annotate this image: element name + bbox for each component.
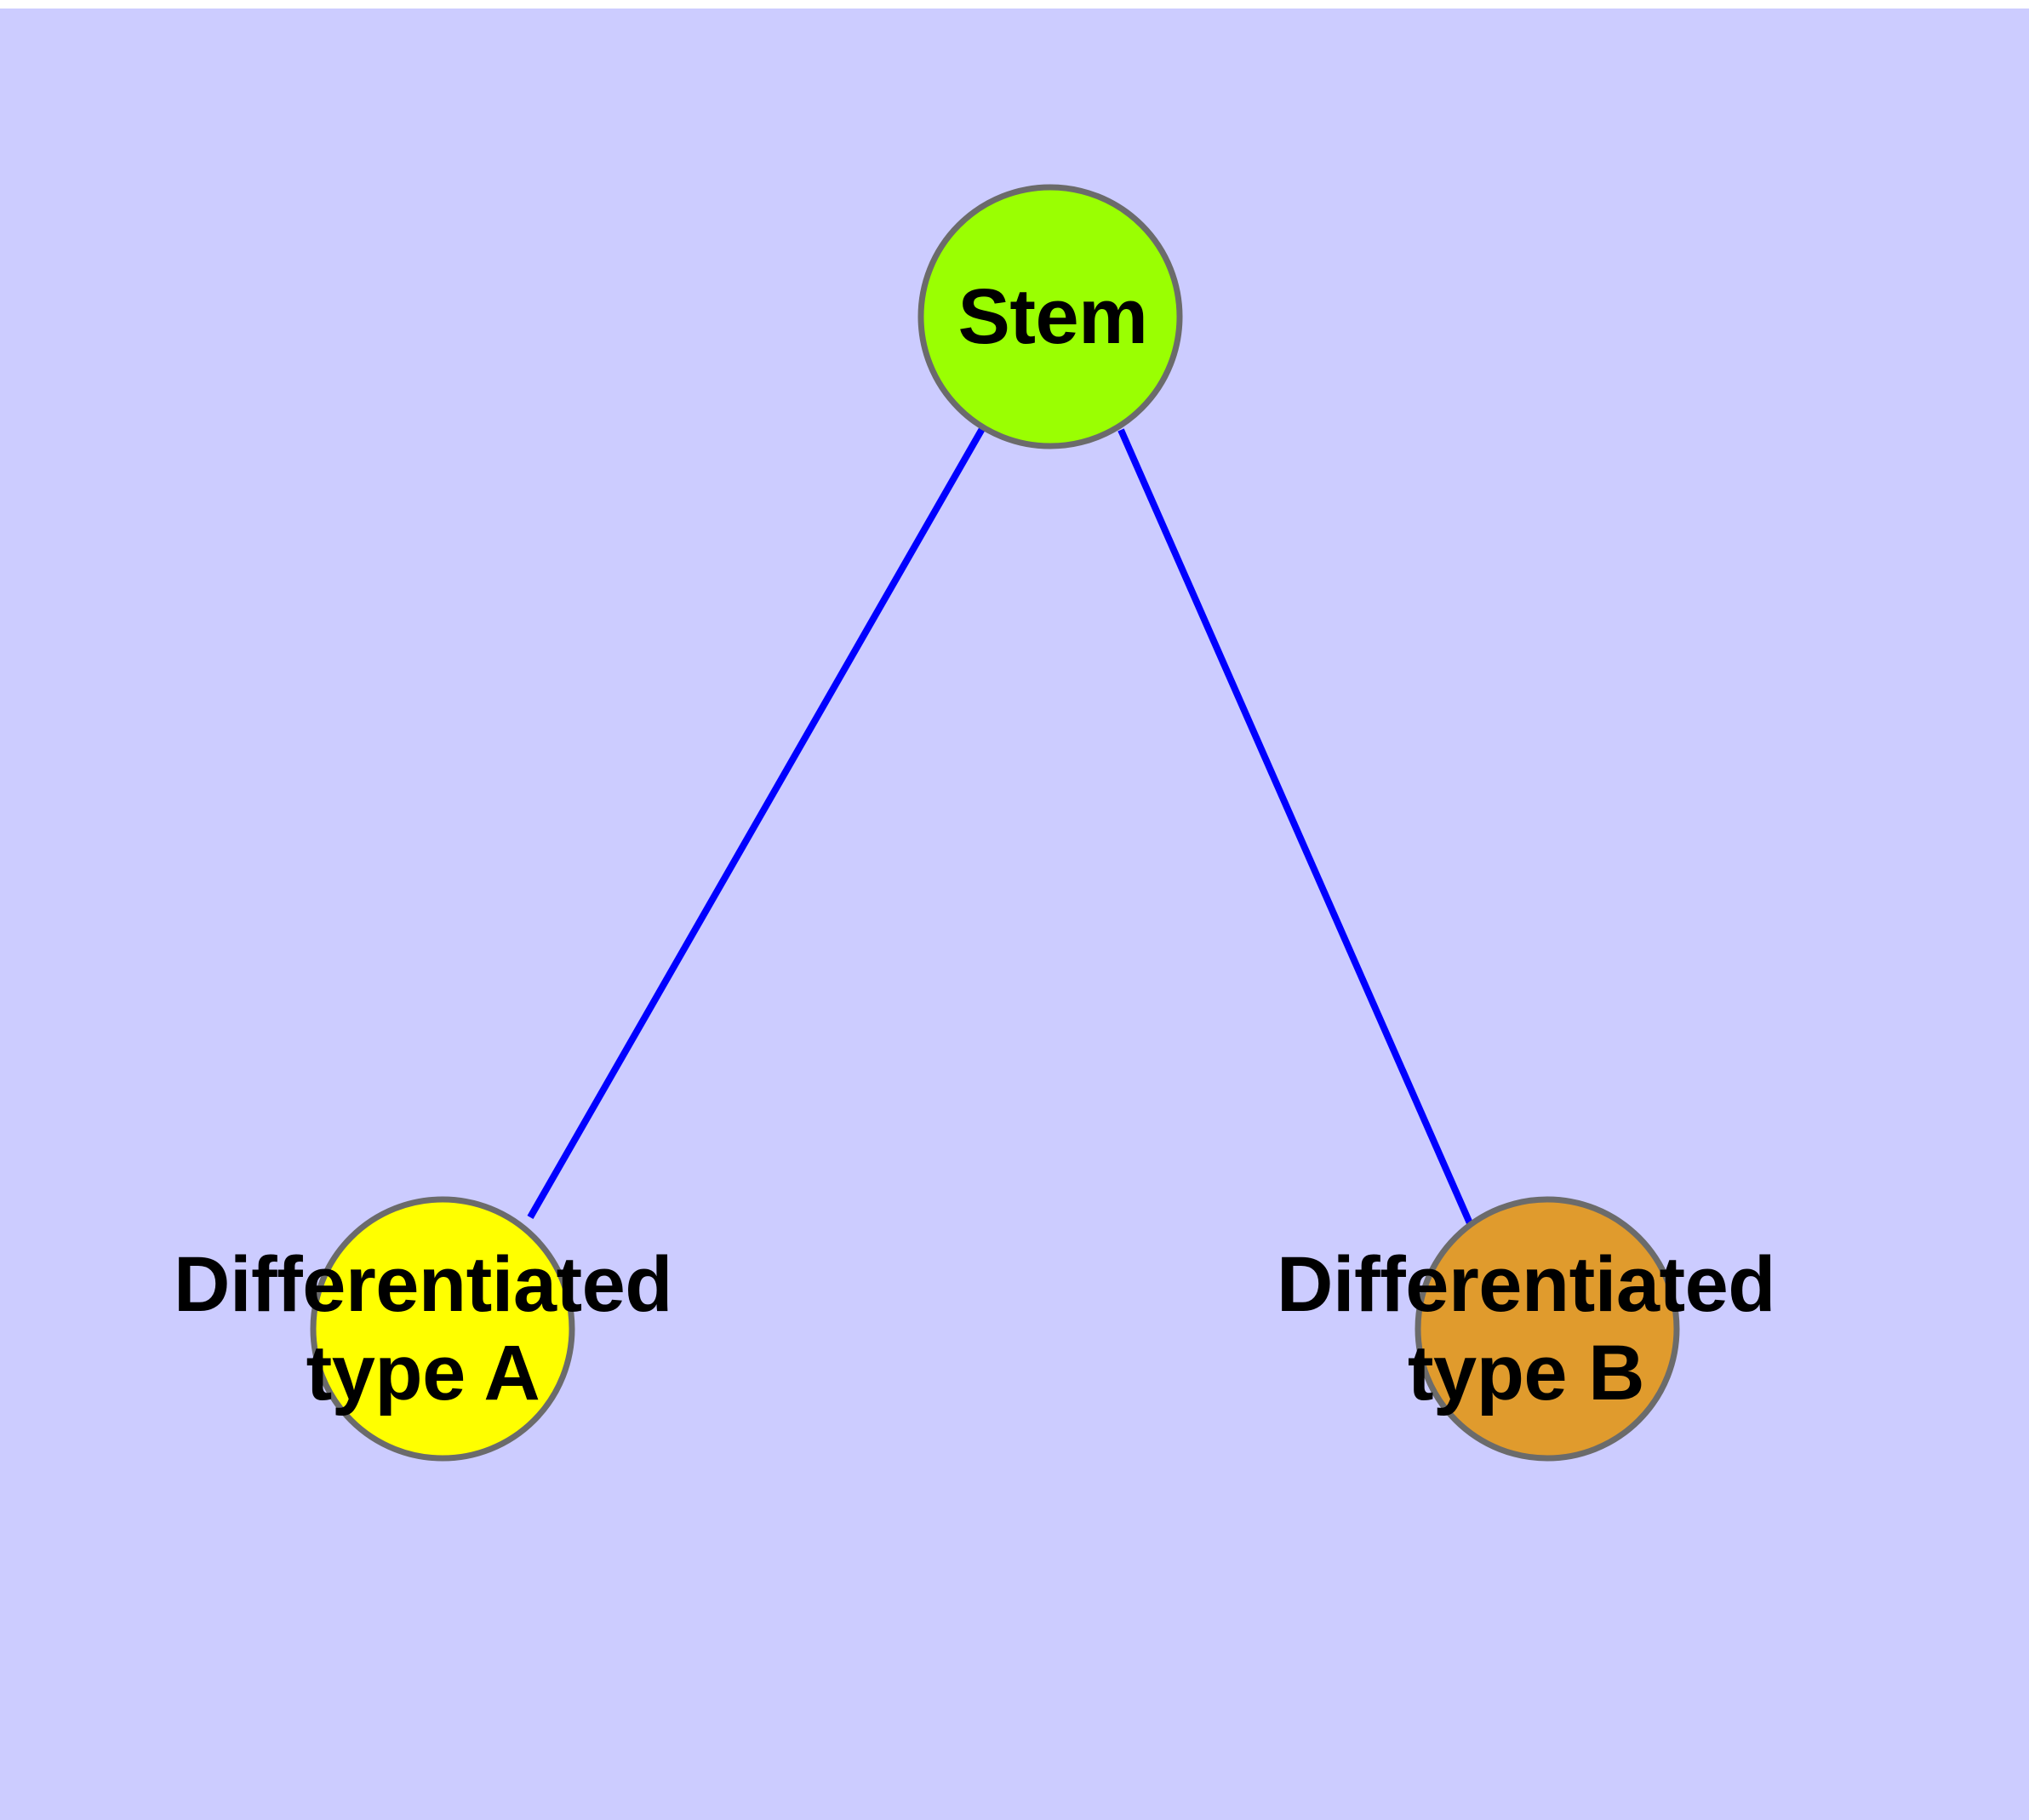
node-circle-stem[interactable] — [917, 184, 1183, 449]
edges-layer — [527, 426, 1473, 1225]
node-circle-diff-type-a[interactable] — [310, 1196, 575, 1462]
edge-stem-to-diff-type-b — [1117, 428, 1473, 1225]
nodes-layer — [310, 184, 1680, 1462]
node-circle-diff-type-b[interactable] — [1415, 1196, 1680, 1462]
edge-stem-to-diff-type-a — [527, 426, 986, 1219]
